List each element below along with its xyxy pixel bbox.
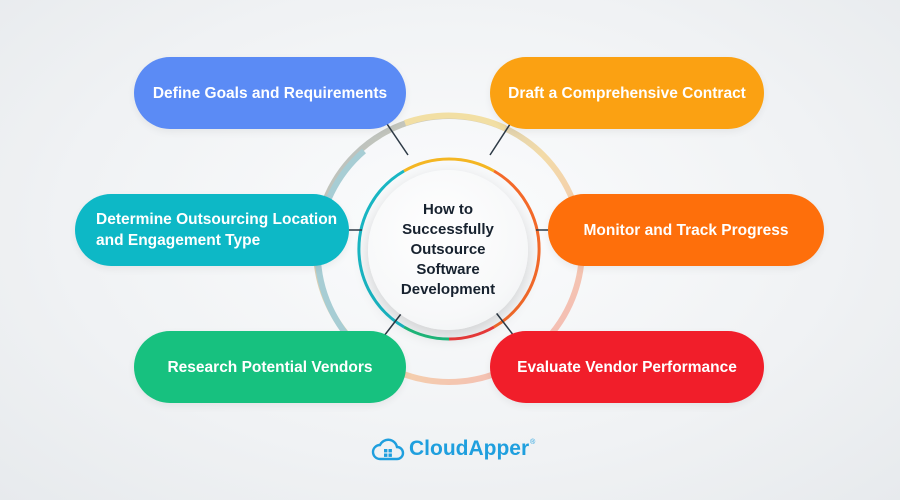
- inner-ring-left: [357, 169, 405, 329]
- step-draft-contract-label: Draft a Comprehensive Contract: [508, 84, 746, 102]
- step-evaluate-performance-label: Evaluate Vendor Performance: [517, 358, 737, 376]
- step-determine-location-label: Determine Outsourcing Location and Engag…: [96, 211, 338, 249]
- inner-ring-bottom-left: [403, 325, 450, 341]
- outer-ring-top-arc: [404, 112, 507, 131]
- connector-evaluate: [493, 309, 515, 337]
- step-define-goals: Define Goals and Requirements: [134, 57, 406, 129]
- step-research-vendors: Research Potential Vendors: [134, 331, 406, 403]
- inner-ring-top: [403, 157, 495, 173]
- brand-logo: CloudApper ®: [371, 434, 535, 464]
- inner-ring-bottom-right: [448, 325, 495, 341]
- center-title: How to Successfully Outsource Software D…: [400, 201, 496, 298]
- step-determine-location: Determine Outsourcing Location and Engag…: [75, 194, 349, 266]
- brand-name: CloudApper: [409, 437, 530, 460]
- step-draft-contract: Draft a Comprehensive Contract: [490, 57, 764, 129]
- center-hub: How to Successfully Outsource Software D…: [368, 170, 528, 330]
- step-evaluate-performance: Evaluate Vendor Performance: [490, 331, 764, 403]
- cloud-icon: [371, 438, 405, 461]
- brand-trademark: ®: [530, 439, 536, 446]
- step-monitor-progress: Monitor and Track Progress: [548, 194, 824, 266]
- step-define-goals-label: Define Goals and Requirements: [152, 84, 388, 102]
- step-research-vendors-label: Research Potential Vendors: [167, 358, 373, 376]
- inner-ring-right: [493, 169, 541, 329]
- step-monitor-progress-label: Monitor and Track Progress: [583, 221, 789, 239]
